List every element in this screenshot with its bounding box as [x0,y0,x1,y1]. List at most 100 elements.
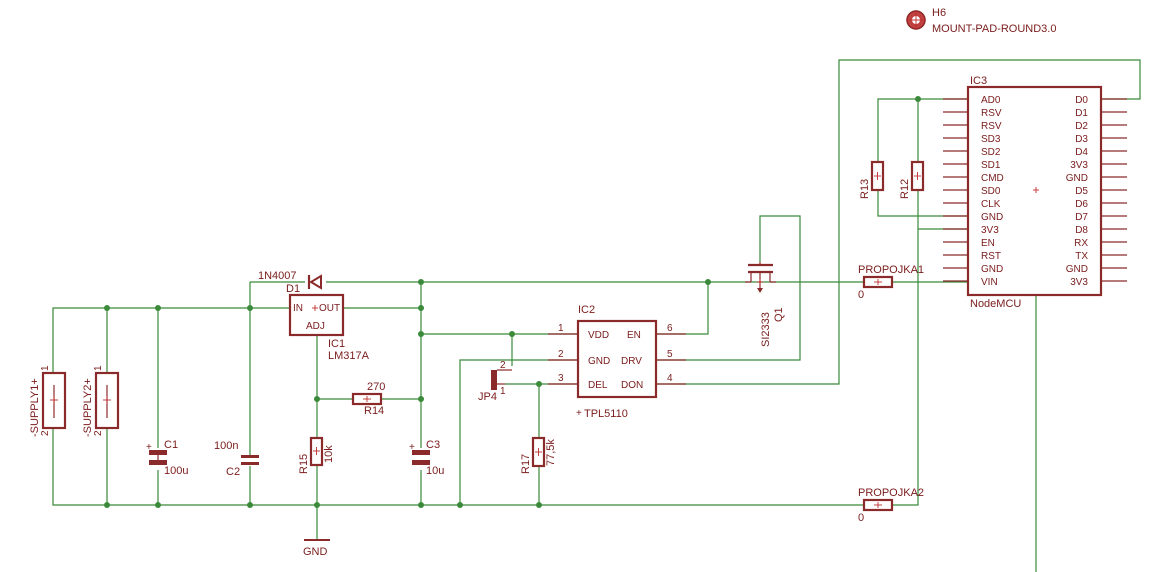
timer-ic2[interactable]: 1 2 3 6 5 4 VDD GND DEL EN DRV DON IC2 +… [548,304,686,420]
ic2-pin6-num: 6 [667,323,673,334]
supply1-pin2: 2 [40,430,51,436]
propojka2-name: PROPOJKA2 [858,487,924,499]
supply2-connector[interactable]: -SUPPLY2+ 1 2 [82,365,120,437]
ic3-right-pin-label: D5 [1075,186,1088,197]
r14-value: 270 [367,381,385,393]
svg-text:+: + [576,408,582,419]
wires [52,59,1141,572]
supply1-connector[interactable]: -SUPPLY1+ 1 2 [29,365,67,437]
ic1-value: LM317A [328,350,370,362]
c3-name: C3 [426,439,440,451]
ic3-left-pin-label: GND [981,212,1003,223]
capacitor-c1[interactable]: + C1 100u [146,439,188,477]
jumper-propojka1[interactable]: PROPOJKA1 0 [858,264,924,301]
ic3-left-pin-label: SD1 [981,160,1001,171]
ic2-pin1-num: 1 [558,323,564,334]
r15-value: 10k [323,445,335,463]
ic3-left-pin-label: GND [981,264,1003,275]
c1-value: 100u [164,465,188,477]
ic3-left-pin-label: RSV [981,108,1002,119]
r15-name: R15 [298,454,310,474]
ic1-pin-in: IN [293,303,303,314]
c2-name: C2 [226,466,240,478]
wire-ic2-don [656,59,1141,385]
jumper-jp4[interactable]: 2 1 JP4 [478,360,512,403]
gnd-symbol: GND [303,539,330,558]
ic2-pin5-num: 5 [667,349,673,360]
ic2-pin3-num: 3 [558,373,564,384]
c2-value: 100n [214,440,238,452]
ic3-right-pin-label: 3V3 [1070,160,1088,171]
ic3-right-pin-label: D1 [1075,108,1088,119]
ic2-pin2-num: 2 [558,349,564,360]
ic3-right-pin-label: D8 [1075,225,1088,236]
supply1-label: -SUPPLY1+ [29,378,41,437]
ic3-right-pin-label: D3 [1075,134,1088,145]
resistor-r14[interactable]: 270 R14 [351,381,385,417]
ic3-right-pin-label: TX [1075,251,1088,262]
d1-name: D1 [286,283,300,295]
ic3-left-pin-label: SD2 [981,147,1001,158]
ic3-left-pin-label: SD3 [981,134,1001,145]
ic1-pin-adj: ADJ [306,321,325,332]
c1-name: C1 [164,439,178,451]
mount-pad-value: MOUNT-PAD-ROUND3.0 [932,23,1056,35]
ic2-pin-drv: DRV [621,356,642,367]
r17-name: R17 [520,454,532,474]
ic3-right-pin-label: D2 [1075,121,1088,132]
ic3-left-pin-label: RST [981,251,1001,262]
mount-pad-name: H6 [932,7,946,19]
ic3-right-pin-label: GND [1066,173,1088,184]
module-ic3-nodemcu[interactable]: IC3 NodeMCU AD0RSVRSVSD3SD2SD1CMDSD0CLKG… [943,75,1127,310]
ic3-left-pin-label: SD0 [981,186,1001,197]
ic2-pin-don: DON [621,380,643,391]
resistor-r15[interactable]: R15 10k [298,436,335,474]
r17-value: 77,5k [545,439,557,466]
q1-value: SI2333 [760,312,772,347]
resistor-r13[interactable]: R13 [859,160,885,199]
ic2-pin-vdd: VDD [588,330,609,341]
supply1-pin1: 1 [40,365,51,371]
ic3-left-pin-label: VIN [981,277,998,288]
ic3-value: NodeMCU [970,298,1021,310]
jp4-pin2: 2 [500,360,506,371]
capacitor-c3[interactable]: + C3 10u [409,439,444,477]
jp4-name: JP4 [478,391,497,403]
propojka1-name: PROPOJKA1 [858,264,924,276]
ic1-name: IC1 [328,338,345,350]
propojka2-value: 0 [858,512,864,524]
ic3-left-pin-label: 3V3 [981,225,999,236]
q1-name: Q1 [773,307,785,322]
r12-name: R12 [899,179,911,199]
wire-ic2-drv [656,215,801,361]
ic2-value: TPL5110 [584,408,628,420]
ic2-pin-del: DEL [588,380,608,391]
ic2-pin-en: EN [627,330,641,341]
ic1-pin-out: OUT [319,303,340,314]
ic3-left-pin-label: RSV [981,121,1002,132]
jumper-propojka2[interactable]: PROPOJKA2 0 [858,487,924,524]
regulator-ic1[interactable]: IN OUT ADJ IC1 LM317A [288,293,370,362]
svg-text:+: + [146,442,152,453]
resistor-r12[interactable]: R12 [899,160,925,199]
ic3-right-pin-label: D6 [1075,199,1088,210]
r13-name: R13 [859,179,871,199]
supply2-pin1: 1 [93,365,104,371]
supply2-label: -SUPPLY2+ [82,378,94,437]
resistor-r17[interactable]: R17 77,5k [520,436,557,474]
gnd-label: GND [303,546,328,558]
ic3-right-pin-label: D0 [1075,95,1088,106]
jp4-pin1: 1 [500,386,506,397]
wire-ic2-en [656,282,709,335]
r14-name: R14 [364,405,384,417]
capacitor-c2[interactable]: 100n C2 [214,440,259,478]
mount-pad-h6[interactable]: H6 MOUNT-PAD-ROUND3.0 [906,7,1056,35]
svg-text:+: + [409,442,415,453]
diode-d1[interactable]: 1N4007 D1 [258,270,322,295]
c3-value: 10u [426,465,444,477]
wire-vin-rail [52,307,290,373]
mosfet-q1[interactable]: SI2333 Q1 [745,262,785,347]
ic3-right-pin-label: D4 [1075,147,1088,158]
